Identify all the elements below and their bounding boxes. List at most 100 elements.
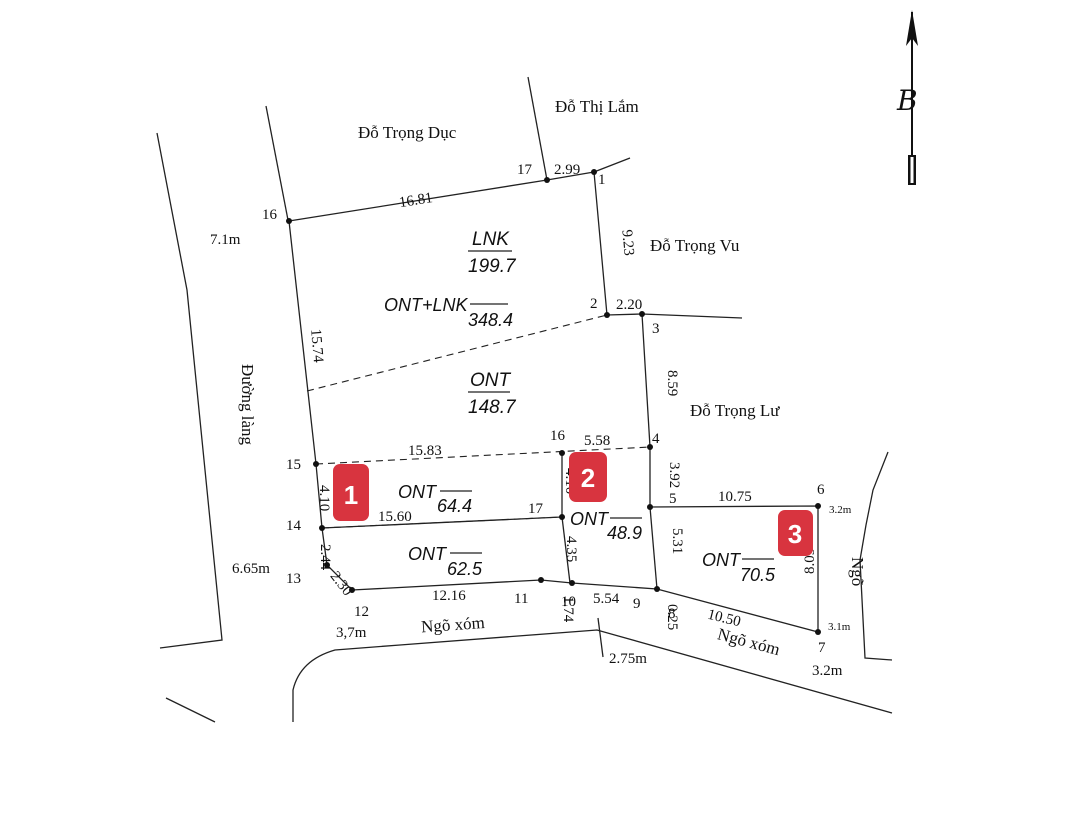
lane-bottom-edge bbox=[292, 629, 893, 722]
lot-badge-1[interactable]: 1 bbox=[333, 464, 369, 521]
point-label: 12 bbox=[354, 604, 369, 620]
road-width-label: 3.2m bbox=[812, 663, 843, 679]
neighbor-right-lower: Đỗ Trọng Lư bbox=[690, 401, 780, 420]
dimension-label: 2.99 bbox=[554, 162, 580, 178]
compass-label: B bbox=[896, 84, 918, 117]
zone-area: 348.4 bbox=[468, 310, 513, 330]
zone-code: ONT bbox=[398, 482, 438, 502]
zone-area: 62.5 bbox=[447, 559, 483, 579]
point-marker bbox=[544, 177, 550, 183]
neighbor-top-right-edge bbox=[593, 157, 631, 173]
point-label: 4 bbox=[652, 431, 660, 447]
lane-label-right: Ngõ xóm bbox=[715, 624, 781, 659]
dashed-line-lnk-ont bbox=[306, 314, 608, 392]
village-road-right-edge bbox=[265, 105, 289, 221]
dimension-label: 3.92 bbox=[666, 462, 682, 488]
point-label: 14 bbox=[286, 518, 302, 534]
point-label: 10 bbox=[561, 594, 576, 610]
point-label: 6 bbox=[817, 482, 825, 498]
zone-code: LNK bbox=[472, 229, 510, 250]
point-marker bbox=[538, 577, 544, 583]
dimension-label: 5.54 bbox=[593, 591, 620, 607]
dimension-label: 2.30 bbox=[327, 569, 356, 600]
dimension-label: 2.44 bbox=[317, 544, 333, 571]
point-marker bbox=[604, 312, 610, 318]
village-road-label: Đường làng bbox=[238, 364, 257, 445]
road-width-label: 7.1m bbox=[210, 232, 241, 248]
zone-code: ONT bbox=[570, 509, 610, 529]
point-marker bbox=[647, 504, 653, 510]
dimension-label: 10.50 bbox=[706, 607, 743, 631]
road-width-label: 2.75m bbox=[609, 651, 647, 667]
point-label: 17 bbox=[517, 162, 533, 178]
point-labels: 1 2 3 4 5 6 7 8 9 10 11 12 13 14 15 16 1… bbox=[262, 162, 826, 656]
point-marker bbox=[815, 629, 821, 635]
point-label: 13 bbox=[286, 571, 301, 587]
dimension-label: 10.75 bbox=[718, 489, 752, 505]
point-marker bbox=[559, 450, 565, 456]
dashed-line-15-4 bbox=[315, 446, 651, 465]
zone-code: ONT bbox=[702, 550, 742, 570]
dimension-labels: 16.81 2.99 9.23 2.20 8.59 3.92 10.75 8.0… bbox=[307, 162, 818, 630]
right-lane-edge bbox=[859, 451, 893, 661]
lot-badge-2[interactable]: 2 bbox=[569, 452, 607, 502]
lane-label-left: Ngõ xóm bbox=[420, 613, 485, 636]
zone-area: 199.7 bbox=[468, 256, 517, 277]
point-marker bbox=[286, 218, 292, 224]
point-marker bbox=[349, 587, 355, 593]
road-width-label: 3,7m bbox=[336, 625, 367, 641]
point-marker bbox=[639, 311, 645, 317]
point-label: 1 bbox=[598, 172, 606, 188]
dimension-label: 4.10 bbox=[316, 485, 332, 511]
point-marker bbox=[319, 525, 325, 531]
dimension-label: 2.20 bbox=[616, 297, 642, 313]
zone-code: ONT bbox=[470, 370, 512, 391]
lane-label-side: Ngõ bbox=[848, 557, 867, 586]
point-marker bbox=[324, 562, 330, 568]
lot-badge-3[interactable]: 3 bbox=[778, 510, 813, 556]
lane-divider-mark bbox=[597, 617, 604, 658]
road-widths: 7.1m 6.65m 3,7m 2.75m 3.2m 3.2m 3.1m bbox=[210, 232, 852, 679]
dimension-label: 15.83 bbox=[408, 443, 442, 459]
point-marker bbox=[569, 580, 575, 586]
point-marker bbox=[647, 444, 653, 450]
lot-badges: 1 2 3 bbox=[333, 452, 813, 556]
place-names: Đỗ Trọng Dục Đỗ Thị Lắm Đỗ Trọng Vu Đỗ T… bbox=[238, 97, 867, 659]
road-width-label: 3.2m bbox=[829, 504, 852, 516]
neighbor-top-divider bbox=[527, 76, 548, 181]
dimension-label: 8.59 bbox=[664, 370, 680, 396]
zone-area: 48.9 bbox=[607, 523, 642, 543]
road-width-label: 6.65m bbox=[232, 561, 270, 577]
zone-labels: LNK 199.7 ONT+LNK 348.4 ONT 148.7 ONT 64… bbox=[384, 229, 776, 585]
road-outlines bbox=[156, 76, 893, 723]
point-label: 2 bbox=[590, 296, 598, 312]
zone-code: ONT+LNK bbox=[384, 295, 469, 315]
neighbor-top-left: Đỗ Trọng Dục bbox=[358, 123, 457, 142]
dimension-label: 4.35 bbox=[563, 536, 579, 562]
dashed-line-14-17 bbox=[321, 516, 563, 529]
point-label: 8 bbox=[668, 606, 676, 622]
point-label: 16 bbox=[550, 428, 566, 444]
neighbor-right-upper: Đỗ Trọng Vu bbox=[650, 236, 740, 255]
point-label: 5 bbox=[669, 491, 677, 507]
zone-area: 148.7 bbox=[468, 397, 517, 418]
lot-badge-number: 1 bbox=[344, 480, 358, 510]
dimension-label: 5.58 bbox=[584, 433, 610, 449]
parcel-boundary bbox=[288, 171, 819, 633]
dimension-label: 16.81 bbox=[398, 190, 434, 211]
point-marker bbox=[313, 461, 319, 467]
point-label: 16 bbox=[262, 207, 278, 223]
neighbor-top-right: Đỗ Thị Lắm bbox=[555, 97, 639, 116]
point-marker bbox=[559, 514, 565, 520]
point-label: 11 bbox=[514, 591, 528, 607]
neighbor-right-divider bbox=[641, 313, 743, 319]
point-label: 9 bbox=[633, 596, 641, 612]
point-marker bbox=[815, 503, 821, 509]
zone-area: 64.4 bbox=[437, 496, 472, 516]
dimension-label: 9.23 bbox=[618, 229, 636, 257]
lot-divider-17-10 bbox=[561, 516, 571, 584]
point-label: 17 bbox=[528, 501, 544, 517]
dimension-label: 15.60 bbox=[378, 509, 412, 525]
point-marker bbox=[591, 169, 597, 175]
